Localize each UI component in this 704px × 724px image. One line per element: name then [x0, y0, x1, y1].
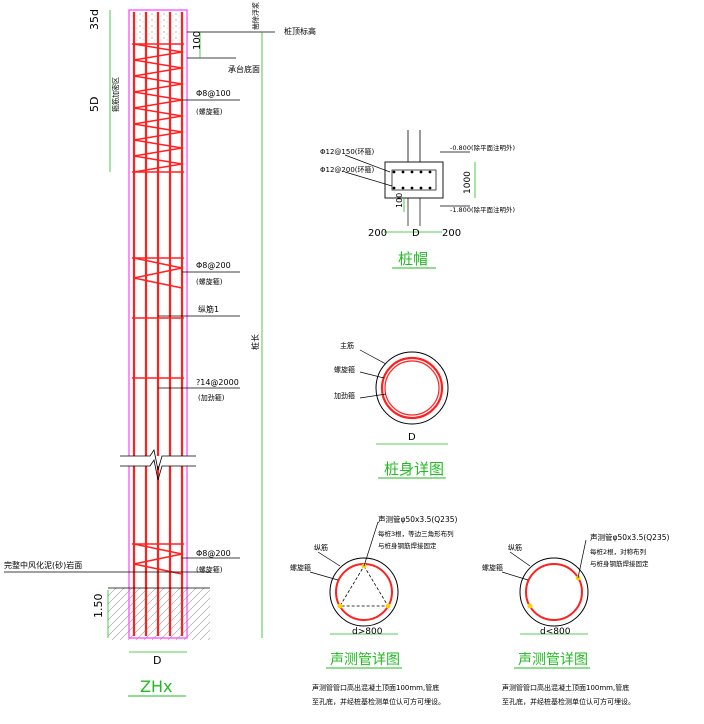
chisel-label: 凿除浮浆	[251, 2, 260, 30]
cap-dims	[384, 162, 476, 233]
section-main-bar: 主筋	[340, 341, 354, 350]
spiral-mid-note: (螺旋箍)	[196, 277, 223, 286]
sonic-small-title: 声测管详图	[518, 652, 588, 668]
cap-elev-top: -0.800(除平面注明外)	[450, 143, 515, 152]
pile-cap-detail	[344, 130, 476, 233]
spiral-low: Φ8@200	[196, 549, 231, 558]
sonic-small-foot2: 至孔底，并经桩基检测单位认可方可埋设。	[502, 697, 635, 706]
dim-100-top: 100	[192, 31, 203, 50]
pile-dims	[107, 10, 263, 653]
mid-spiral	[132, 257, 184, 289]
sonic-large-bar: 纵筋	[314, 543, 328, 552]
cap-top-bar: Φ12@150(环箍)	[320, 147, 375, 156]
break-line	[120, 448, 196, 481]
pile-outline	[128, 9, 188, 639]
sonic-small-bar: 纵筋	[508, 543, 522, 552]
pile-texts: 35d 100 5D 箍筋加密区 1.50 D 桩长 桩顶标高 承台底面 凿除浮…	[4, 2, 316, 697]
pile-title: ZHx	[140, 677, 172, 696]
spiral-dense-note: (螺旋箍)	[196, 107, 223, 116]
pile-elevation	[4, 9, 275, 653]
spiral-dense: Φ8@100	[196, 89, 231, 98]
spiral-low-note: (螺旋箍)	[196, 565, 223, 574]
pile-top-elev: 桩顶标高	[284, 26, 316, 36]
sonic-small-dim: d<800	[540, 627, 571, 637]
section-dim-d: D	[408, 432, 416, 443]
dim-35d: 35d	[88, 9, 101, 30]
pile-section-detail: 主筋 螺旋箍 加劲箍 D 桩身详图	[334, 341, 449, 479]
cap-title: 桩帽	[398, 250, 428, 268]
sonic-small-spiral: 螺旋箍	[482, 563, 503, 572]
sonic-large-foot1: 声测管管口高出混凝土顶面100mm,管底	[312, 683, 439, 692]
sonic-small-note1: 每桩2根，对称布列	[590, 547, 646, 556]
dim-d-pile: D	[153, 654, 161, 667]
sonic-large-spiral: 螺旋箍	[290, 563, 311, 572]
sonic-small-detail: 声测管φ50x3.5(Q235) 每桩2根，对称布列 与桩身钢筋焊接固定 纵筋 …	[482, 532, 670, 706]
dense-zone-label: 箍筋加密区	[111, 77, 120, 112]
cap-bot-bar: Φ12@200(环箍)	[320, 165, 375, 174]
dim-150: 1.50	[92, 594, 105, 619]
stiffener-rings	[132, 317, 184, 379]
low-spiral	[132, 543, 184, 575]
sonic-large-detail: 声测管φ50x3.5(Q235) 每桩3根，等边三角形布列 与桩身钢筋焊接固定 …	[290, 514, 458, 706]
leader-lines	[158, 31, 275, 559]
cap-dim-left: 200	[368, 228, 387, 239]
cap-bars	[392, 170, 432, 190]
stiffener-note: (加劲箍)	[198, 393, 225, 402]
cap-bottom: 承台底面	[228, 64, 260, 74]
section-spiral: 螺旋箍	[334, 365, 355, 374]
rock-label: 完整中风化泥(砂)岩面	[4, 560, 82, 570]
cap-texts: Φ12@150(环箍) Φ12@200(环箍) -0.800(除平面注明外) -…	[320, 143, 515, 269]
sonic-large-title: 声测管详图	[330, 652, 400, 668]
cap-outline	[384, 161, 444, 199]
dense-spiral	[132, 43, 184, 173]
sonic-small-foot1: 声测管管口高出混凝土顶面100mm,管底	[502, 683, 629, 692]
cap-leaders	[344, 151, 470, 226]
sonic-small-tube: 声测管φ50x3.5(Q235)	[590, 532, 670, 542]
pile-length: 桩长	[250, 334, 260, 350]
dim-5d: 5D	[88, 97, 101, 112]
cap-dim-d: D	[412, 228, 420, 239]
section-title: 桩身详图	[384, 460, 444, 478]
longitudinal-label: 纵筋1	[198, 304, 219, 314]
sonic-small-note2: 与桩身钢筋焊接固定	[590, 559, 649, 568]
section-stiffener: 加劲箍	[334, 391, 355, 400]
sonic-large-foot2: 至孔底，并经桩基检测单位认可方可埋设。	[312, 697, 445, 706]
cap-dim-100: 100	[395, 193, 404, 208]
cap-dim-right: 200	[442, 228, 461, 239]
stiffener-label: ?14@2000	[196, 378, 239, 387]
cap-elev-bot: -1.800(除平面注明外)	[450, 205, 515, 214]
spiral-mid: Φ8@200	[196, 261, 231, 270]
sonic-large-note1: 每桩3根，等边三角形布列	[378, 529, 454, 538]
sonic-large-dim: d>800	[352, 627, 383, 637]
sonic-large-note2: 与桩身钢筋焊接固定	[378, 541, 437, 550]
sonic-large-tube: 声测管φ50x3.5(Q235)	[378, 514, 458, 524]
cap-dim-1000: 1000	[463, 171, 473, 194]
longitudinal-bars	[132, 12, 184, 636]
